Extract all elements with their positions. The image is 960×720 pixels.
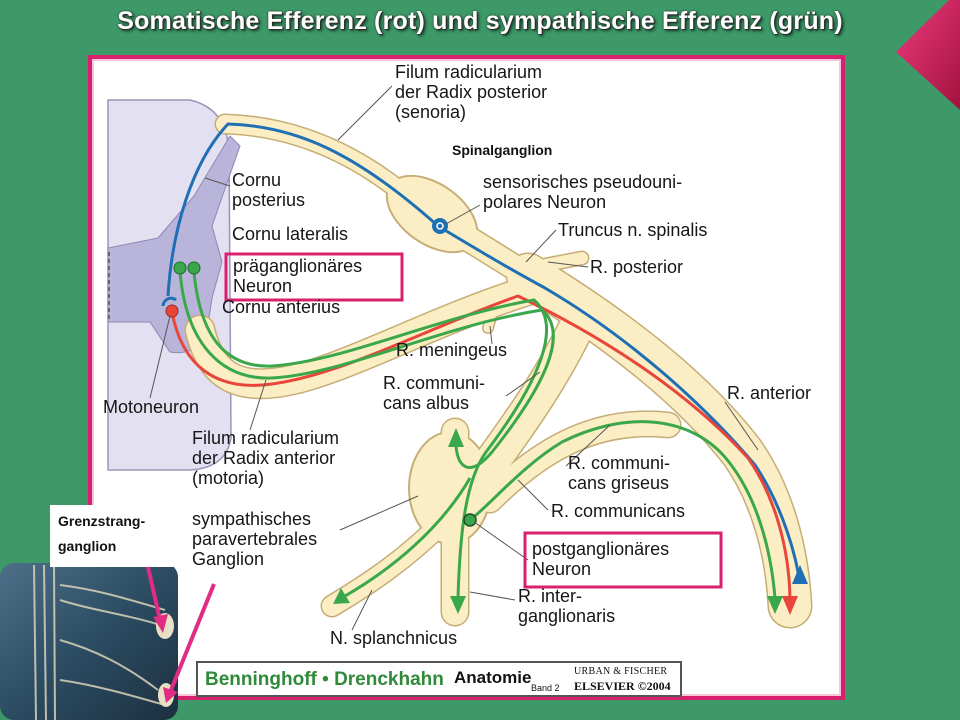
leader-line bbox=[517, 479, 549, 511]
sympathetic-pathways bbox=[178, 271, 777, 599]
pointer-arrow-line bbox=[169, 583, 216, 691]
preganglionic-fiber-ascending bbox=[178, 271, 555, 469]
label-grenzstrangganglion: Grenzstrang- ganglion bbox=[58, 513, 146, 554]
postganglionic-fiber bbox=[469, 420, 777, 599]
label-r-anterior: R. anterior bbox=[727, 383, 812, 403]
label-cornu-lateralis: Cornu lateralis bbox=[232, 224, 349, 244]
label-r-communicans-albus: R. communi- cans albus bbox=[383, 373, 486, 413]
leader-line bbox=[505, 371, 541, 397]
motor-pathway bbox=[170, 294, 792, 599]
preganglionic-fiber-descending bbox=[192, 271, 549, 599]
leader-line bbox=[469, 591, 516, 601]
leader-line bbox=[473, 521, 529, 561]
spinal-ganglion bbox=[387, 176, 477, 252]
preganglionic-neuron-2 bbox=[187, 261, 201, 275]
photo-strand bbox=[33, 564, 37, 720]
logo-book-title: Anatomie bbox=[454, 668, 532, 687]
r-communicans-albus bbox=[458, 313, 592, 502]
pointer-arrowhead bbox=[163, 687, 178, 703]
label-sensory-neuron: sensorisches pseudouni- polares Neuron bbox=[483, 172, 683, 212]
photo-strand bbox=[59, 679, 166, 706]
leader-line bbox=[249, 379, 267, 431]
label-r-interganglionaris: R. inter- ganglionaris bbox=[518, 586, 616, 626]
logo-volume: Band 2 bbox=[531, 683, 560, 693]
photo-nerve-strands bbox=[33, 564, 166, 720]
label-sympathetic-ganglion: sympathisches paravertebrales Ganglion bbox=[192, 509, 318, 569]
leader-line bbox=[565, 424, 611, 467]
photo-strand bbox=[59, 639, 159, 691]
leader-line bbox=[489, 325, 493, 345]
leader-line bbox=[339, 495, 419, 531]
motoneuron-body bbox=[165, 304, 179, 318]
leader-line bbox=[149, 315, 171, 399]
label-n-splanchnicus: N. splanchnicus bbox=[330, 628, 458, 648]
label-r-communicans: R. communicans bbox=[551, 501, 686, 521]
photo-strand bbox=[59, 599, 161, 626]
logo-publisher-line2: ELSEVIER ©2004 bbox=[574, 679, 671, 693]
motor-arrowhead bbox=[782, 596, 798, 615]
sensory-pathway bbox=[166, 122, 802, 585]
logo-publisher-line1: URBAN & FISCHER bbox=[574, 666, 668, 677]
photo-strand bbox=[43, 564, 47, 720]
label-motoneuron: Motoneuron bbox=[103, 397, 200, 417]
grenzstrang-label-box: Grenzstrang- ganglion bbox=[50, 505, 173, 567]
postganglionic-arrowhead bbox=[767, 596, 783, 614]
label-r-meningeus: R. meningeus bbox=[396, 340, 508, 360]
label-r-communicans-griseus: R. communi- cans griseus bbox=[568, 453, 671, 493]
leader-line bbox=[547, 261, 589, 268]
preganglionic-highlight-box bbox=[224, 252, 404, 302]
postganglionic-highlight-box bbox=[523, 531, 723, 589]
motoneuron-sensory-contact bbox=[161, 296, 177, 307]
leader-lines bbox=[149, 85, 759, 631]
sensory-neuron-nucleus bbox=[436, 222, 444, 230]
label-filum-radicularium-anterior: Filum radicularium der Radix anterior (m… bbox=[192, 428, 340, 488]
chain-up-arrowhead bbox=[448, 428, 464, 447]
leader-line bbox=[204, 177, 231, 187]
preganglionic-neuron-1 bbox=[173, 261, 187, 275]
leader-line bbox=[525, 229, 557, 263]
sensory-arrowhead bbox=[792, 565, 808, 584]
leader-line bbox=[351, 589, 373, 631]
chain-down-arrowhead bbox=[450, 596, 466, 614]
label-postganglionaeres-neuron: postganglionäres Neuron bbox=[532, 539, 670, 579]
sympathetic-trunk-photo bbox=[0, 563, 178, 720]
slide-title: Somatische Efferenz (rot) und sympathisc… bbox=[117, 7, 843, 35]
leader-line bbox=[337, 85, 393, 141]
leader-line bbox=[445, 204, 481, 225]
pointer-arrowhead bbox=[153, 614, 168, 633]
label-spinalganglion: Spinalganglion bbox=[448, 139, 557, 161]
label-truncus-spinalis: Truncus n. spinalis bbox=[558, 220, 708, 240]
publisher-logo-banner: Benninghoff • Drenckhahn Anatomie Band 2… bbox=[196, 661, 682, 697]
label-cornu-anterius: Cornu anterius bbox=[222, 297, 341, 317]
logo-authors: Benninghoff • Drenckhahn bbox=[205, 669, 444, 690]
label-praeganglionaeres-neuron: präganglionäres Neuron bbox=[233, 256, 363, 296]
label-filum-radicularium-posterior: Filum radicularium der Radix posterior (… bbox=[395, 62, 548, 122]
corner-triangle-decoration bbox=[896, 0, 960, 110]
photo-strand bbox=[53, 564, 56, 720]
postganglionic-neuron-body bbox=[463, 513, 477, 527]
photo-strand bbox=[59, 584, 166, 611]
leader-line bbox=[724, 401, 759, 451]
sympathetic-ganglion bbox=[410, 433, 490, 543]
splanchnic-fiber bbox=[344, 477, 472, 598]
splanchnic-arrowhead bbox=[333, 588, 350, 604]
sensory-neuron-body bbox=[432, 218, 448, 234]
label-r-posterior: R. posterior bbox=[590, 257, 684, 277]
label-cornu-posterius: Cornu posterius bbox=[232, 170, 306, 210]
